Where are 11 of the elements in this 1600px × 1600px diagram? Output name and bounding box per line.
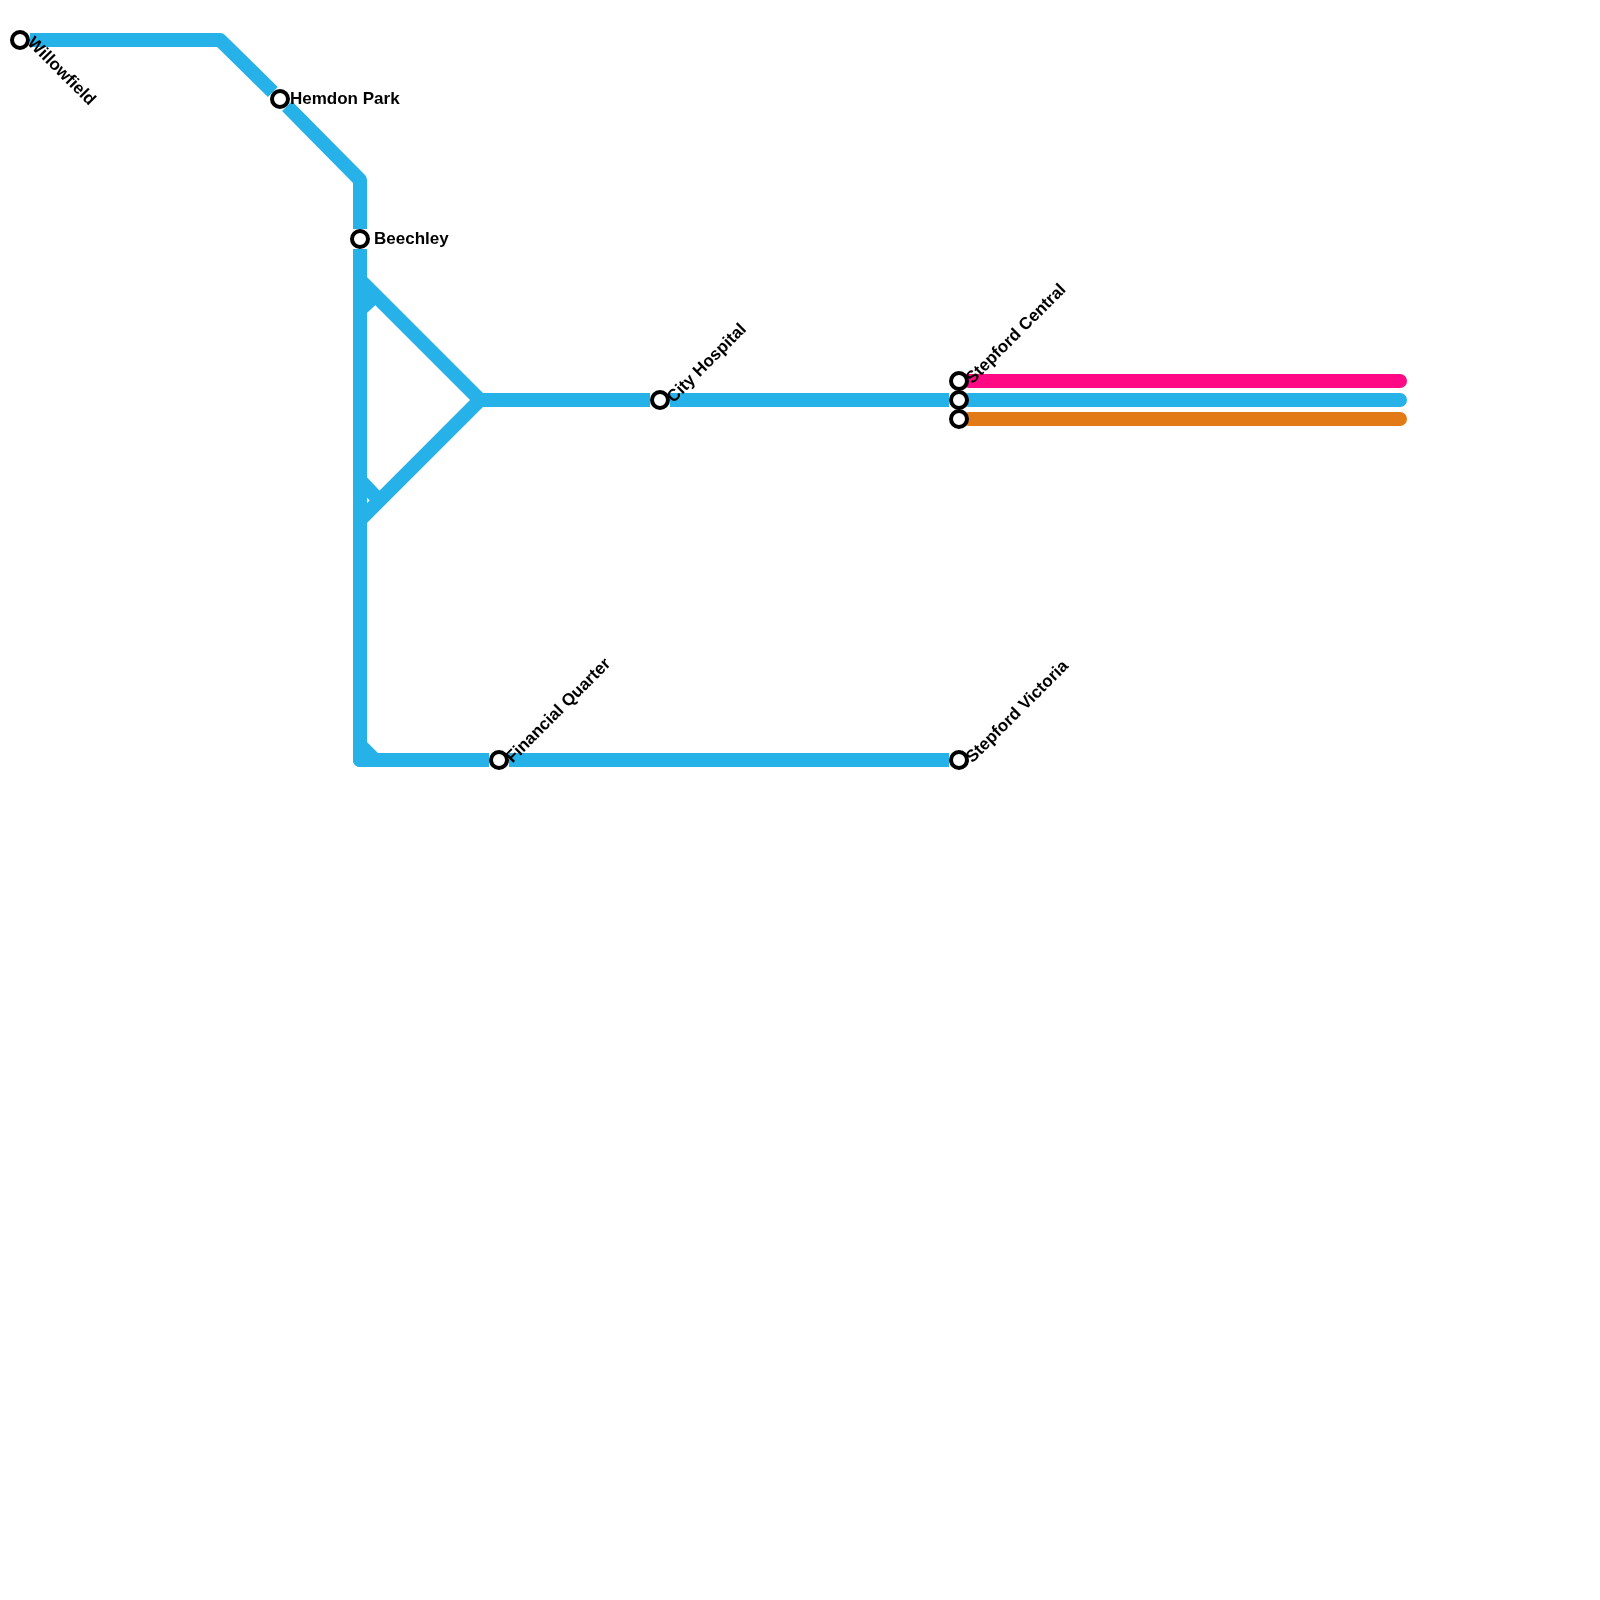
station-marker [949, 409, 969, 429]
station-label: Hemdon Park [290, 89, 400, 109]
station-marker [949, 390, 969, 410]
station-marker [350, 229, 370, 249]
rail-line [509, 753, 949, 767]
station-marker [10, 30, 30, 50]
rail-line [282, 101, 367, 229]
rail-line [670, 393, 949, 407]
station-label: Beechley [374, 229, 449, 249]
rail-line [30, 33, 278, 97]
station-marker [270, 89, 290, 109]
